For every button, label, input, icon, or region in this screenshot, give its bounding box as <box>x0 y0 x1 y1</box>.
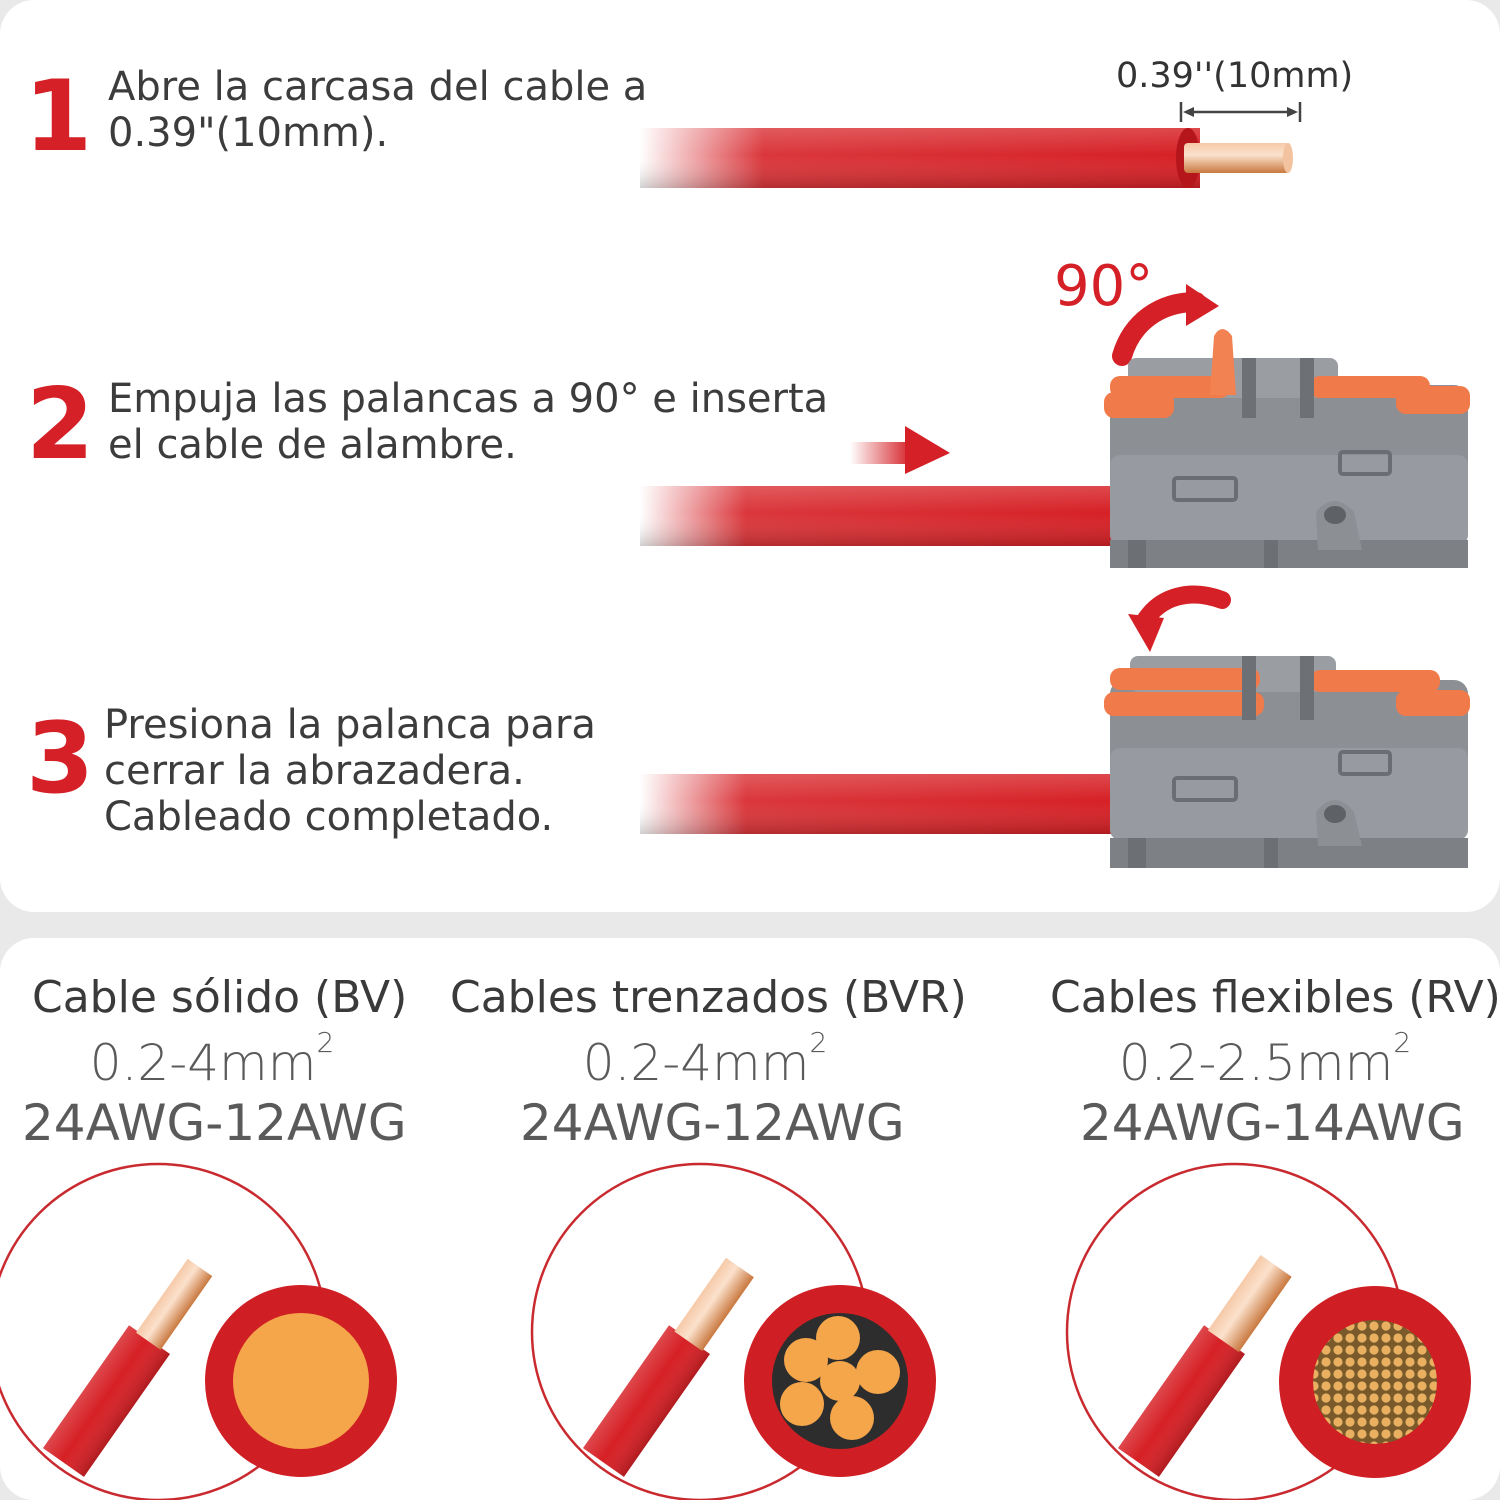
connector-closed-lever <box>1104 656 1470 868</box>
rotate-open-arrow-icon <box>1112 284 1219 366</box>
stranded-cable-awg: 24AWG-12AWG <box>520 1094 905 1152</box>
insert-arrow-icon <box>850 426 950 474</box>
solid-cable-awg: 24AWG-12AWG <box>22 1094 407 1152</box>
solid-cable-illustration <box>0 1162 397 1500</box>
wire-step2 <box>640 486 1120 546</box>
step-1-number: 1 <box>24 60 93 174</box>
step-3-text: Presiona la palanca para cerrar la abraz… <box>104 702 596 840</box>
stranded-cable-title: Cables trenzados (BVR) <box>450 972 967 1023</box>
step-2-text: Empuja las palancas a 90° e inserta el c… <box>108 376 829 468</box>
solid-cable-size: 0.2-4mm2 <box>89 1026 335 1093</box>
step-2-number: 2 <box>26 368 95 482</box>
flexible-cable-title: Cables flexibles (RV) <box>1050 972 1500 1023</box>
stranded-cable-size: 0.2-4mm2 <box>582 1026 828 1093</box>
wire-step3 <box>640 774 1120 834</box>
connector-open-lever <box>1104 329 1470 568</box>
flexible-cable-size: 0.2-2.5mm2 <box>1118 1026 1412 1093</box>
flexible-cable-awg: 24AWG-14AWG <box>1080 1094 1465 1152</box>
stranded-cable-illustration <box>530 1162 936 1500</box>
lever-angle-label: 90° <box>1054 254 1154 319</box>
step-3-number: 3 <box>26 702 95 816</box>
step-1-text: Abre la carcasa del cable a 0.39"(10mm). <box>108 64 648 156</box>
rotate-close-arrow-icon <box>1128 585 1231 652</box>
strip-length-dimension <box>1179 102 1302 122</box>
strip-length-label: 0.39''(10mm) <box>1116 56 1354 96</box>
flexible-cable-illustration <box>1065 1162 1471 1500</box>
solid-cable-title: Cable sólido (BV) <box>32 972 408 1023</box>
stripped-wire-illustration <box>640 128 1293 188</box>
